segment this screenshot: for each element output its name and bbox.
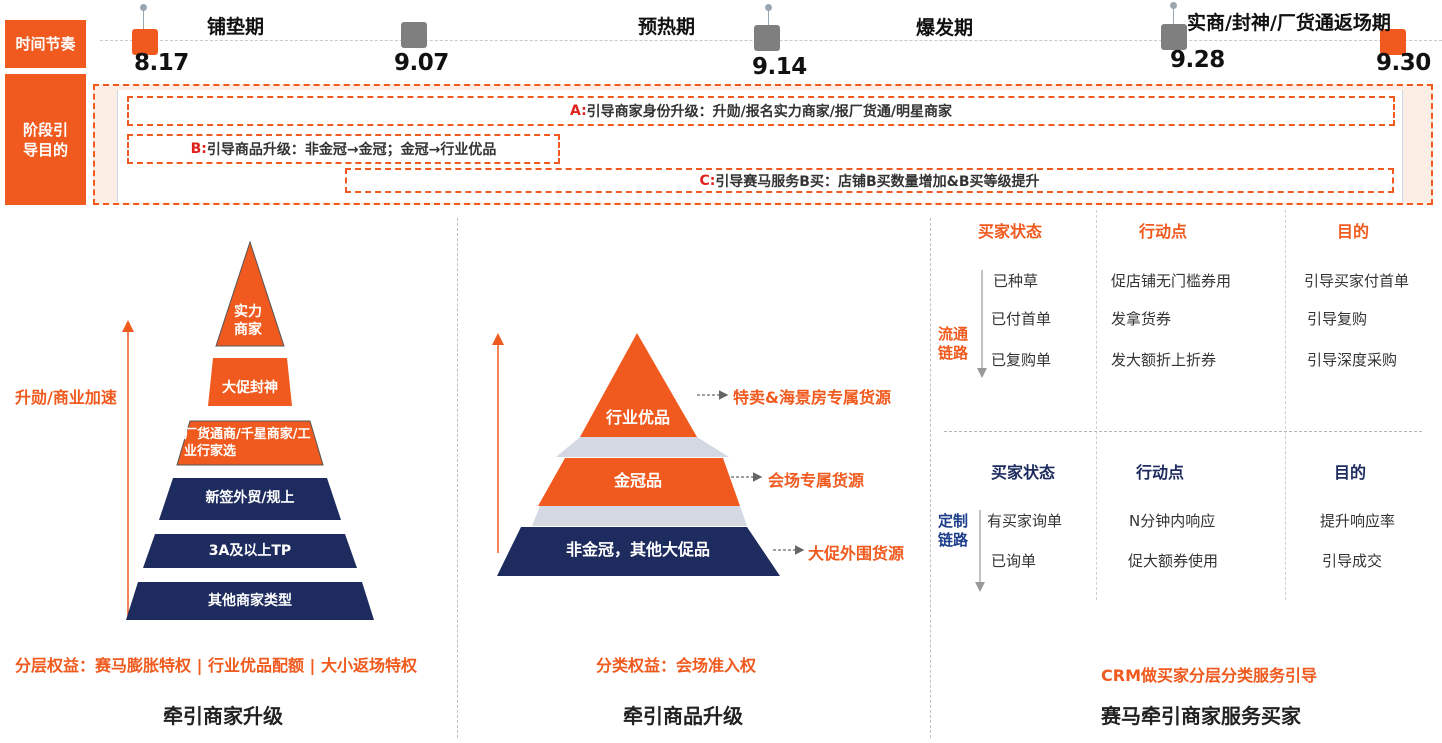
product-level-3-label: 非金冠，其他大促品 <box>565 540 710 559</box>
merchant-level-2-label: 大促封神 <box>222 380 278 396</box>
flow-row-3-action: 发大额折上折券 <box>1111 351 1217 369</box>
flow-header-action: 行动点 <box>1139 222 1188 241</box>
merchant-level-5-label: 3A及以上TP <box>208 543 292 559</box>
timeline-marker <box>754 25 780 51</box>
timeline-side-label: 时间节奏 <box>5 20 86 68</box>
goals-side-label: 阶段引导目的 <box>5 74 86 205</box>
timeline-marker <box>1161 24 1187 50</box>
custom-row-1-goal: 提升响应率 <box>1320 512 1396 530</box>
goal-c-text: 引导赛马服务B买：店铺B买数量增加&B买等级提升 <box>715 173 1040 190</box>
custom-row-2-state: 已询单 <box>991 552 1037 570</box>
timeline-pin-stem <box>768 8 769 26</box>
product-pyramid <box>492 333 805 576</box>
buyer-section-title: 赛马牵引商家服务买家 <box>1101 704 1301 728</box>
merchant-level-1-label: 实力商家 <box>234 304 262 338</box>
merchant-level-5 <box>143 534 357 568</box>
timeline-pin-stem <box>1173 6 1174 24</box>
timeline-date: 9.30 <box>1376 50 1431 76</box>
merchant-level-3-label: 厂货通商/千星商家/工业行家选 <box>184 427 311 459</box>
timeline-date: 9.28 <box>1170 47 1225 73</box>
section-divider <box>930 218 931 738</box>
flow-row-2-goal: 引导复购 <box>1307 310 1368 328</box>
custom-row-2-goal: 引导成交 <box>1322 552 1383 570</box>
timeline-date: 9.14 <box>752 54 807 80</box>
flow-chain-label: 流通链路 <box>937 325 968 362</box>
timeline-phase: 实商/封神/厂货通返场期 <box>1187 12 1391 34</box>
timeline-pin <box>765 4 772 11</box>
custom-row-1-state: 有买家询单 <box>987 512 1063 530</box>
merchant-level-2 <box>208 358 292 406</box>
flow-header-goal: 目的 <box>1337 222 1370 241</box>
product-level-2 <box>538 458 740 506</box>
goal-b-letter: B: <box>190 141 207 157</box>
flow-row-2-action: 发拿货券 <box>1111 310 1172 328</box>
flow-row-2-state: 已付首单 <box>991 310 1052 328</box>
merchant-benefit: 分层权益：赛马膨胀特权 | 行业优品配额 | 大小返场特权 <box>15 656 417 675</box>
product-benefit: 分类权益：会场准入权 <box>596 656 757 675</box>
custom-header-goal: 目的 <box>1334 463 1367 482</box>
goals-panel-inner <box>117 90 1403 202</box>
goal-c-letter: C: <box>699 172 716 189</box>
goal-a-letter: A: <box>569 103 587 119</box>
goal-a-text: 引导商家身份升级：升勋/报名实力商家/报厂货通/明星商家 <box>586 104 953 120</box>
merchant-level-6-label: 其他商家类型 <box>208 593 292 609</box>
merchant-section-title: 牵引商家升级 <box>163 704 283 728</box>
product-level-3 <box>497 527 780 576</box>
flow-row-1-action: 促店铺无门槛券用 <box>1111 272 1232 290</box>
timeline-date: 9.07 <box>394 50 449 76</box>
custom-chain-arrow <box>975 510 985 592</box>
product-level-2-label: 金冠品 <box>613 471 662 490</box>
buyer-grid-vline <box>1285 210 1286 600</box>
product-band-shade <box>556 437 729 457</box>
product-level-1-label: 行业优品 <box>605 408 670 427</box>
timeline-pin <box>140 4 147 11</box>
custom-row-2-action: 促大额券使用 <box>1128 552 1219 570</box>
buyer-grid-hline <box>944 431 1422 432</box>
product-level-2-note: 会场专属货源 <box>768 471 865 490</box>
flow-row-3-state: 已复购单 <box>991 351 1052 369</box>
timeline-marker-start <box>132 29 158 55</box>
merchant-level-4-label: 新签外贸/规上 <box>205 490 295 506</box>
upgrade-arrow-label: 升勋/商业加速 <box>15 388 117 407</box>
flow-row-1-goal: 引导买家付首单 <box>1304 272 1410 290</box>
product-level-1-note: 特卖&海景房专属货源 <box>733 388 891 407</box>
product-level-3-note: 大促外围货源 <box>808 544 905 563</box>
custom-header-action: 行动点 <box>1136 463 1185 482</box>
flow-header-state: 买家状态 <box>978 222 1043 241</box>
flow-chain-arrow <box>977 270 987 378</box>
goal-c: C: 引导赛马服务B买：店铺B买数量增加&B买等级提升 <box>345 168 1394 193</box>
goals-side-label-text: 阶段引导目的 <box>22 120 68 159</box>
goal-a: A: 引导商家身份升级：升勋/报名实力商家/报厂货通/明星商家 <box>127 96 1395 126</box>
timeline-phase: 爆发期 <box>916 17 974 39</box>
flow-row-3-goal: 引导深度采购 <box>1307 351 1398 369</box>
timeline-date: 8.17 <box>134 50 189 76</box>
merchant-pyramid <box>122 240 374 620</box>
flow-row-1-state: 已种草 <box>993 272 1039 290</box>
timeline-marker <box>401 22 427 48</box>
timeline-phase: 铺垫期 <box>207 16 265 38</box>
merchant-level-6 <box>126 582 374 620</box>
custom-header-state: 买家状态 <box>991 463 1056 482</box>
merchant-level-3 <box>176 420 324 466</box>
crm-note: CRM做买家分层分类服务引导 <box>1101 666 1317 685</box>
merchant-level-4 <box>159 478 341 520</box>
timeline-phase: 预热期 <box>638 16 696 38</box>
product-band-shade <box>532 506 747 526</box>
goal-b: B: 引导商品升级：非金冠→金冠；金冠→行业优品 <box>127 134 560 164</box>
merchant-level-1 <box>215 240 285 347</box>
goal-b-text: 引导商品升级：非金冠→金冠；金冠→行业优品 <box>206 142 497 158</box>
product-section-title: 牵引商品升级 <box>623 704 743 728</box>
custom-chain-label: 定制链路 <box>937 512 968 549</box>
product-level-1 <box>580 333 697 437</box>
timeline-marker-end <box>1380 29 1406 55</box>
custom-row-1-action: N分钟内响应 <box>1129 512 1216 530</box>
buyer-grid-vline <box>1096 210 1097 600</box>
timeline-pin-stem <box>143 8 144 30</box>
section-divider <box>457 218 458 738</box>
timeline-pin <box>1170 2 1177 9</box>
